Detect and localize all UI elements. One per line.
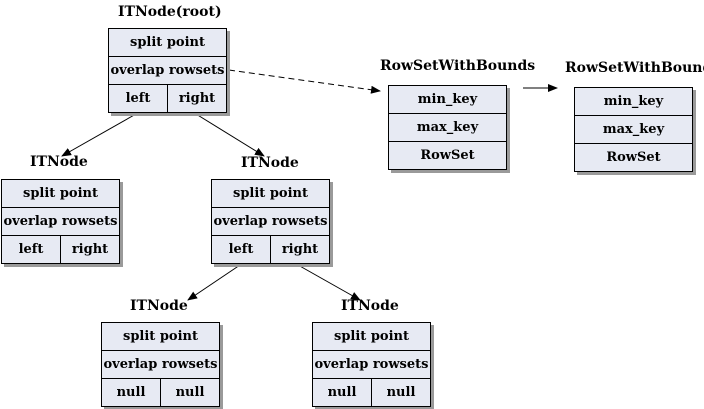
right-child-right: right bbox=[271, 236, 329, 263]
rowset-1-max-key: max_key bbox=[389, 114, 506, 141]
left-child-title: ITNode bbox=[30, 154, 88, 170]
rowset-2-min-key: min_key bbox=[575, 88, 692, 115]
edge-overlap-to-rowset bbox=[228, 69, 381, 94]
root-left: left bbox=[109, 85, 167, 112]
right-child-split-point: split point bbox=[212, 180, 329, 207]
edge-right-child-to-leaf-right bbox=[297, 264, 361, 301]
leaf-left-node: split point overlap rowsets null null bbox=[101, 322, 220, 407]
leaf-left-null-right: null bbox=[161, 379, 219, 406]
leaf-right-overlap-rowsets: overlap rowsets bbox=[313, 351, 430, 378]
edge-right-child-to-leaf-left bbox=[187, 264, 241, 301]
root-split-point: split point bbox=[109, 29, 226, 56]
right-child-left: left bbox=[212, 236, 270, 263]
left-child-node: split point overlap rowsets left right bbox=[1, 179, 120, 264]
leaf-left-null-left: null bbox=[102, 379, 160, 406]
right-child-overlap-rowsets: overlap rowsets bbox=[212, 208, 329, 235]
leaf-left-split-point: split point bbox=[102, 323, 219, 350]
rowset-2-rowset: RowSet bbox=[575, 144, 692, 171]
root-overlap-rowsets: overlap rowsets bbox=[109, 57, 226, 84]
rowset-1-min-key: min_key bbox=[389, 86, 506, 113]
left-child-left: left bbox=[2, 236, 60, 263]
rowset-1-node: min_key max_key RowSet bbox=[388, 85, 507, 170]
edge-root-to-right-child bbox=[195, 113, 265, 157]
leaf-left-overlap-rowsets: overlap rowsets bbox=[102, 351, 219, 378]
left-child-right: right bbox=[61, 236, 119, 263]
root-node: split point overlap rowsets left right bbox=[108, 28, 227, 113]
root-node-title: ITNode(root) bbox=[118, 4, 222, 20]
leaf-right-title: ITNode bbox=[341, 298, 399, 314]
edge-root-to-left-child bbox=[61, 113, 137, 157]
rowset-2-max-key: max_key bbox=[575, 116, 692, 143]
rowset-1-rowset: RowSet bbox=[389, 142, 506, 169]
rowset-1-title: RowSetWithBounds bbox=[380, 58, 536, 74]
leaf-right-null-left: null bbox=[313, 379, 371, 406]
left-child-split-point: split point bbox=[2, 180, 119, 207]
rowset-2-title: RowSetWithBounds bbox=[565, 60, 704, 76]
leaf-right-null-right: null bbox=[372, 379, 430, 406]
root-right: right bbox=[168, 85, 226, 112]
leaf-left-title: ITNode bbox=[130, 298, 188, 314]
leaf-right-node: split point overlap rowsets null null bbox=[312, 322, 431, 407]
rowset-2-node: min_key max_key RowSet bbox=[574, 87, 693, 172]
leaf-right-split-point: split point bbox=[313, 323, 430, 350]
right-child-title: ITNode bbox=[241, 155, 299, 171]
left-child-overlap-rowsets: overlap rowsets bbox=[2, 208, 119, 235]
right-child-node: split point overlap rowsets left right bbox=[211, 179, 330, 264]
